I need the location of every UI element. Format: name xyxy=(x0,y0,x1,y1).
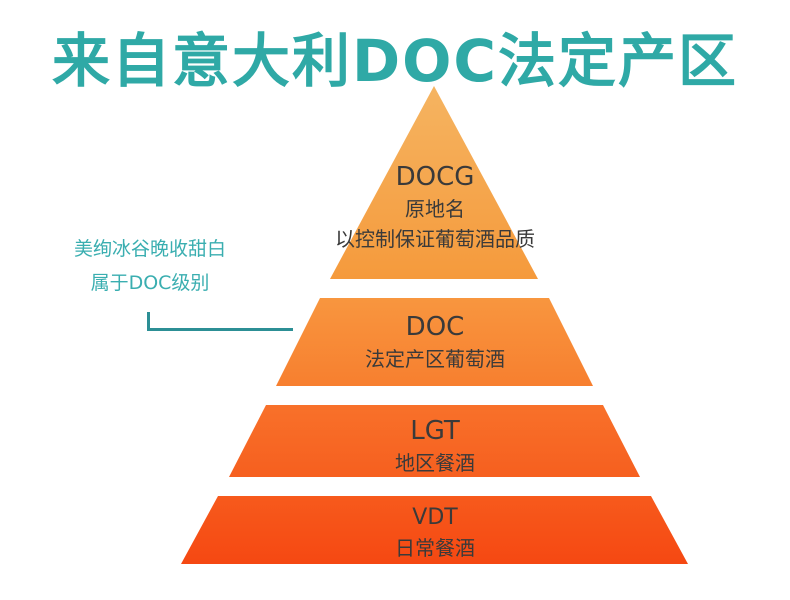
tier-doc-code: DOC xyxy=(405,312,465,342)
note-line-2: 属于DOC级别 xyxy=(90,272,210,294)
tier-doc-desc: 法定产区葡萄酒 xyxy=(365,347,505,371)
tier-lgt-text: LGT 地区餐酒 xyxy=(300,414,570,478)
tier-vdt-code: VDT xyxy=(412,505,458,530)
tier-docg-desc-line2: 以控制保证葡萄酒品质 xyxy=(335,227,535,251)
note-line-1: 美绚冰谷晚收甜白 xyxy=(73,238,226,260)
tier-docg-code: DOCG xyxy=(395,162,475,192)
tier-vdt-text: VDT 日常餐酒 xyxy=(300,503,570,563)
tier-doc-text: DOC 法定产区葡萄酒 xyxy=(300,310,570,374)
tier-vdt-shape xyxy=(181,496,688,564)
tier-lgt-code: LGT xyxy=(410,416,460,446)
tier-lgt-desc: 地区餐酒 xyxy=(395,451,475,475)
tier-docg-desc-line1: 原地名 xyxy=(405,197,465,221)
note-connector-vertical xyxy=(147,312,150,329)
note-connector-horizontal xyxy=(147,328,293,331)
tier-docg-text: DOCG 原地名 以控制保证葡萄酒品质 xyxy=(300,160,570,254)
page-title: 来自意大利DOC法定产区 xyxy=(51,27,739,95)
tier-docg-shape xyxy=(330,86,538,279)
tier-lgt-shape xyxy=(229,405,640,477)
tier-doc-shape xyxy=(276,298,593,386)
tier-vdt-desc: 日常餐酒 xyxy=(395,536,475,560)
doc-level-note: 美绚冰谷晚收甜白 属于DOC级别 xyxy=(40,232,260,300)
